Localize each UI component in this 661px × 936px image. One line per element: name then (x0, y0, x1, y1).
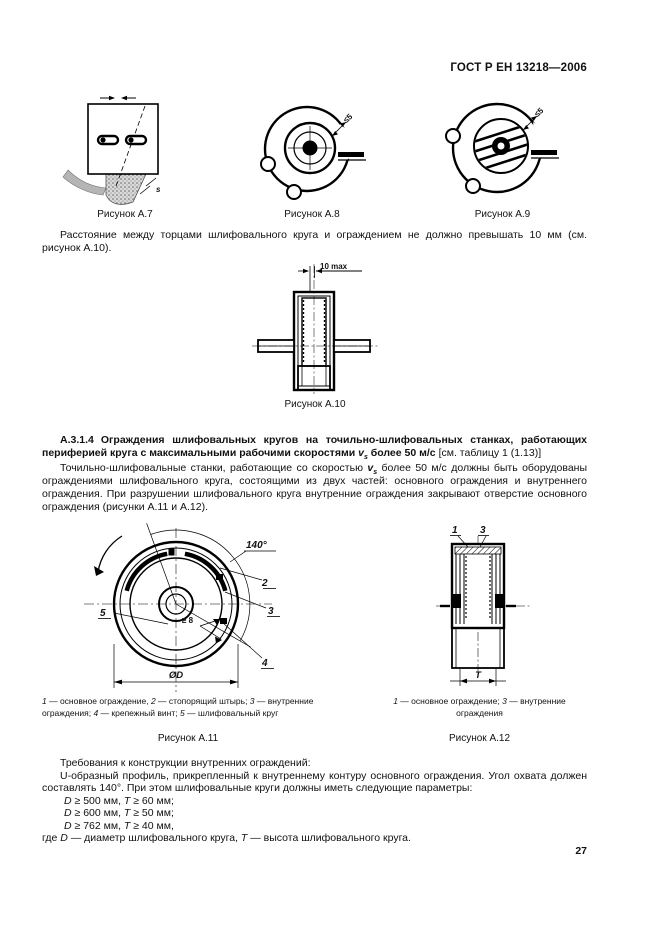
legend-text: — основное ограждение, (46, 696, 151, 706)
section-title-part2: более 50 м/с (367, 447, 439, 459)
requirements-title: Требования к конструкции внутренних огра… (60, 757, 311, 769)
v-symbol: v (367, 462, 374, 474)
figure-a9-caption: Рисунок А.9 (474, 209, 531, 220)
where-end: — высота шлифовального круга. (247, 832, 411, 844)
figure-a9-drawing: ≤5 (445, 102, 561, 194)
where-symbol: D (60, 832, 68, 844)
param-value: ≥ 500 мм, (71, 794, 124, 807)
fig-a12-callout-1: 1 (452, 525, 458, 536)
param-line-2: D ≥ 600 мм, T ≥ 50 мм; (42, 807, 587, 820)
figure-a12: 1 3 T (430, 522, 540, 694)
where-line: где D — диаметр шлифовального круга, T —… (42, 832, 587, 845)
requirements-body: U-образный профиль, прикрепленный к внут… (42, 769, 587, 795)
legend-text: — внутренние ограждения (456, 696, 566, 718)
fig-a12-height-label: T (475, 670, 482, 681)
figure-a11-legend: 1 — основное ограждение, 2 — стопорящий … (42, 696, 334, 719)
paragraph-machines-part1: Точильно-шлифовальные станки, работающие… (60, 462, 368, 474)
legend-key: 2 (150, 696, 156, 706)
figure-a8-drawing: ≤5 (260, 105, 366, 200)
legend-text: — стопорящий штырь; (155, 696, 250, 706)
standard-number-header: ГОСТ Р ЕН 13218—2006 (450, 62, 587, 74)
param-value: ≥ 50 мм; (130, 807, 174, 819)
fig-a11-angle-label: 140° (246, 540, 268, 551)
figure-a9: ≤5 Рисунок А.9 (435, 94, 570, 220)
param-symbol: D (64, 807, 72, 819)
legend-key: 4 (93, 707, 99, 718)
figure-a7-caption: Рисунок А.7 (97, 209, 153, 220)
section-table-ref: [см. таблицу 1 (1.13)] (438, 447, 542, 459)
legend-key: 3 (249, 696, 255, 706)
fig-a11-callout-4: 4 (261, 658, 268, 669)
where-pre: где (42, 832, 61, 844)
figure-a12-legend: 1 — основное ограждение; 3 — внутренние … (372, 696, 587, 719)
legend-text: — основное ограждение; (397, 696, 503, 706)
v-subscript: s (373, 469, 378, 477)
section-number: А.3.1.4 (60, 434, 94, 446)
figure-a12-caption: Рисунок А.12 (448, 733, 511, 744)
figure-a7: s Рисунок А.7 (60, 94, 190, 220)
fig-a11-callout-3: 3 (268, 606, 274, 617)
where-mid: — диаметр шлифовального круга, (67, 832, 241, 844)
param-line-1: D ≥ 500 мм, T ≥ 60 мм; (42, 795, 587, 808)
paragraph-machines: Точильно-шлифовальные станки, работающие… (42, 462, 587, 514)
param-symbol: T (123, 819, 131, 832)
fig-a11-diameter-label: ØD (169, 670, 183, 681)
param-symbol: T (123, 807, 131, 819)
figure-a12-drawing: 1 3 T (436, 525, 532, 686)
section-title-part1: Ограждения шлифовальных кругов на точиль… (42, 434, 587, 459)
fig-a11-callout-5: 5 (100, 608, 106, 619)
legend-key: 3 (502, 696, 507, 706)
figure-a11: 2 3 4 5 140° ≥ 8 ØD (70, 520, 320, 698)
param-symbol: D (64, 794, 72, 807)
param-line-3: D ≥ 762 мм, T ≥ 40 мм, (42, 820, 587, 833)
page-number: 27 (575, 845, 587, 857)
figure-a7-drawing: s (62, 95, 161, 205)
legend-key: 5 (179, 707, 185, 718)
where-symbol: T (240, 832, 248, 844)
paragraph-distance: Расстояние между торцами шлифовального к… (42, 229, 587, 254)
legend-text: — шлифовальный круг (184, 707, 279, 718)
v-symbol: v (358, 447, 364, 459)
figure-a11-drawing: 2 3 4 5 140° ≥ 8 ØD (84, 523, 280, 692)
paragraph-machines-part2: более 50 м/с должны быть оборудованы огр… (42, 462, 588, 513)
param-symbol: T (123, 794, 131, 807)
legend-key: 1 (42, 696, 47, 706)
figure-a10: 10 max Рисунок А.10 (250, 262, 380, 410)
param-value: ≥ 600 мм, (71, 807, 124, 819)
figure-a10-caption: Рисунок А.10 (284, 399, 346, 410)
fig-a11-callout-2: 2 (261, 578, 268, 589)
fig-a10-dim-label: 10 max (320, 262, 348, 271)
requirements-block: Требования к конструкции внутренних огра… (42, 757, 587, 845)
figure-a11-caption: Рисунок А.11 (157, 733, 219, 744)
legend-key: 1 (393, 696, 398, 706)
figure-a10-drawing: 10 max (252, 262, 378, 394)
v-subscript: s (363, 454, 368, 462)
param-value: ≥ 40 мм, (130, 819, 174, 832)
figure-a8-caption: Рисунок А.8 (284, 209, 340, 220)
param-value: ≥ 762 мм, (71, 819, 124, 832)
fig-a11-min-gap-label: ≥ 8 (182, 616, 194, 625)
param-symbol: D (64, 819, 72, 832)
figure-a8: ≤5 Рисунок А.8 (252, 94, 372, 220)
fig-a12-callout-3: 3 (480, 525, 486, 536)
param-value: ≥ 60 мм; (130, 794, 174, 807)
legend-text: — крепежный винт; (98, 707, 180, 718)
legend-text: — внутренние ограждения; (42, 696, 314, 718)
fig-a7-s-label: s (156, 185, 161, 194)
